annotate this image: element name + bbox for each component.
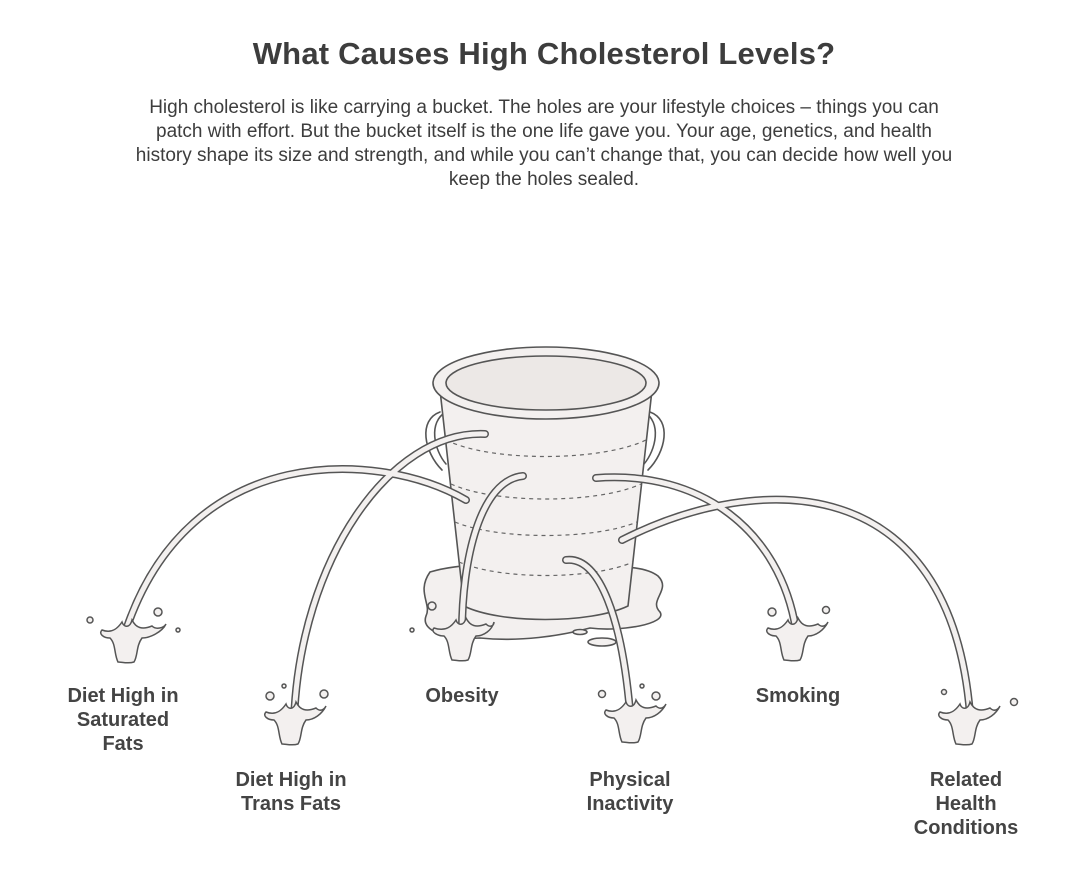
bucket-band [458,561,634,577]
cause-label-obesity: Obesity [425,685,499,707]
splash [263,683,329,746]
splash [937,688,1019,746]
bucket-handle [425,411,443,471]
page-title: What Causes High Cholesterol Levels? [252,36,836,71]
leak-stream [122,465,470,634]
splash [597,683,667,744]
puddle-drop [572,628,588,636]
puddle-drop [587,637,617,647]
leak-stream [618,495,974,718]
splash [409,601,495,662]
bucket-band [450,483,642,500]
intro-text: High cholesterol is like carrying a buck… [135,97,953,190]
bucket-handle [647,411,665,471]
splash [86,607,181,664]
bucket-body [439,389,653,621]
cause-label-smoking: Smoking [755,685,841,707]
splash [765,605,831,662]
